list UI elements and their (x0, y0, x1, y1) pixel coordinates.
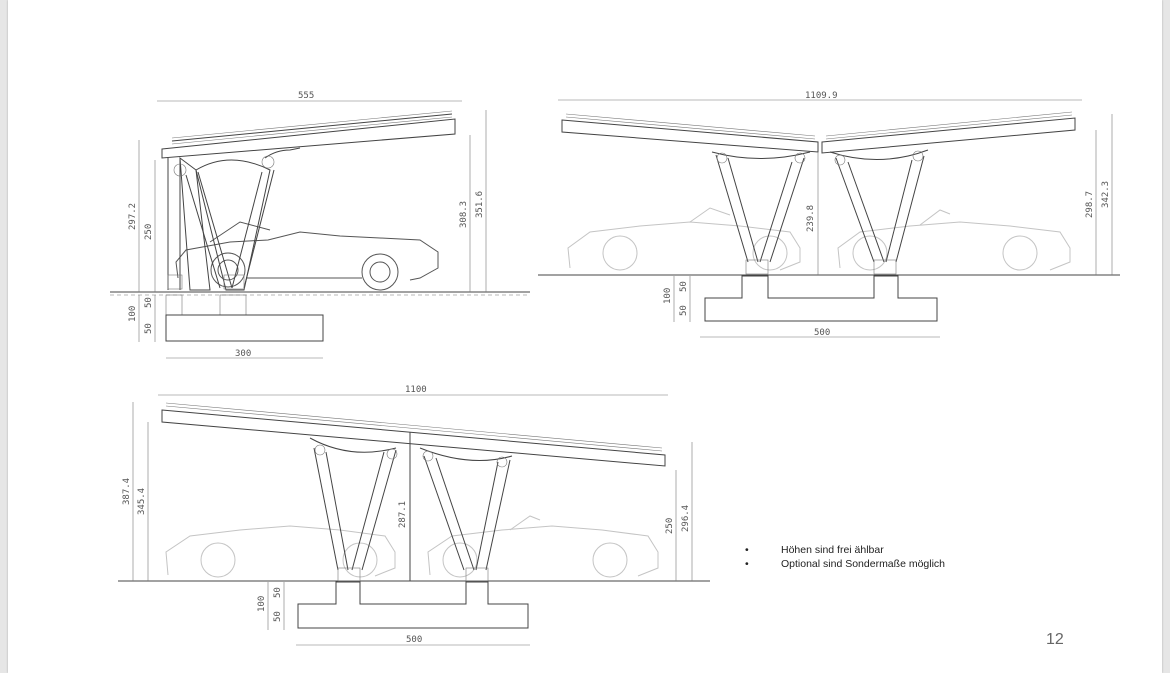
d1-dim-f1: 50 (144, 297, 154, 308)
car-sketch-2 (567, 207, 801, 271)
d3-dim-f2: 50 (273, 587, 283, 598)
d2-dim-f2: 50 (679, 281, 689, 292)
list-item: •Höhen sind frei ählbar (745, 544, 884, 556)
d1-dim-h1: 297.2 (128, 203, 138, 230)
d2-dim-mid: 239.8 (806, 205, 816, 232)
note-height-text: Höhen sind frei ählbar (781, 544, 884, 556)
d3-dim-top: 1100 (405, 385, 427, 395)
car-sketch-1 (175, 221, 439, 291)
d1-dim-bottom: 300 (235, 349, 251, 359)
d1-dim-f3: 50 (144, 323, 154, 334)
d1-dim-h4: 351.6 (475, 191, 485, 218)
d2-dim-top: 1109.9 (805, 91, 838, 101)
d1-dim-h2: 250 (144, 224, 154, 240)
d1-dim-top: 555 (298, 91, 314, 101)
d2-dim-h2: 342.3 (1101, 181, 1111, 208)
d1-dim-f2: 100 (128, 306, 138, 322)
double-carport-drawing: 1109.9 239.8 298.7 342.3 100 50 50 500 (538, 91, 1120, 338)
d2-dim-f3: 50 (679, 305, 689, 316)
d3-dim-f3: 50 (273, 611, 283, 622)
d2-dim-h1: 298.7 (1085, 191, 1095, 218)
d1-dim-h3: 308.3 (459, 201, 469, 228)
d3-dim-h2: 345.4 (137, 488, 147, 515)
list-item: •Optional sind Sondermaße möglich (745, 558, 946, 570)
d3-dim-mid: 287.1 (398, 501, 408, 528)
d3-dim-h4: 296.4 (681, 505, 691, 532)
single-carport-drawing: 555 297.2 250 308.3 351.6 100 50 50 300 (110, 91, 530, 359)
d2-dim-bottom: 500 (814, 328, 830, 338)
d2-dim-f1: 100 (663, 288, 673, 304)
d3-dim-f1: 100 (257, 596, 267, 612)
car-sketch-3 (837, 209, 1071, 271)
notes-list: •Höhen sind frei ählbar •Optional sind S… (745, 543, 945, 571)
document-page (8, 0, 1162, 673)
note-custom-size-text: Optional sind Sondermaße möglich (781, 558, 946, 570)
page-number: 12 (1046, 631, 1064, 648)
car-sketch-4 (165, 525, 396, 578)
d3-dim-h3: 250 (665, 518, 675, 534)
double-carport-monopitch-drawing: 1100 387.4 345.4 287.1 250 296.4 100 50 … (118, 385, 710, 646)
d3-dim-h1: 387.4 (122, 478, 132, 505)
d3-dim-bottom: 500 (406, 635, 422, 645)
car-sketch-5 (427, 515, 659, 578)
